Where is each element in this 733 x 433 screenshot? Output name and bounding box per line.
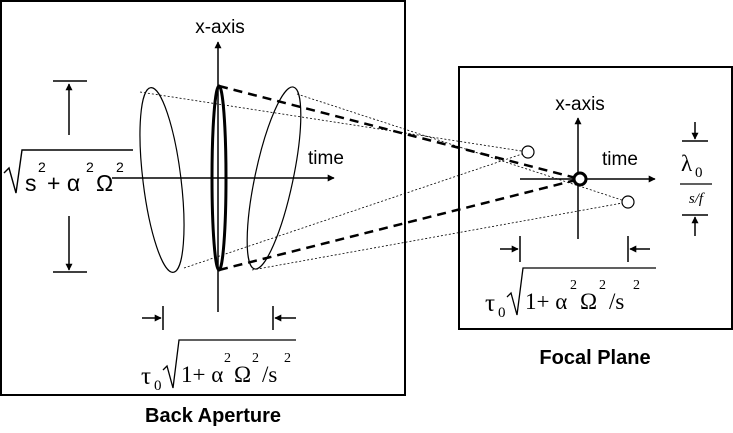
right-vertical-dimension-formula: λ 0 s/f	[680, 151, 712, 207]
formula-lambda: λ	[681, 151, 693, 176]
right-time-label: time	[602, 149, 638, 170]
ray-thick-top	[218, 84, 581, 181]
formula-lambda-sub: 0	[695, 165, 703, 181]
left-vertical-dimension-formula: s 2 + α 2 Ω 2	[3, 149, 133, 196]
focal-spot-center	[572, 171, 588, 187]
formula-hdim-body: 1+ α	[181, 362, 223, 387]
sqrt-sign	[3, 149, 133, 194]
ray-thick-bottom	[218, 177, 581, 272]
formula-r-hdim-sup-c: 2	[633, 278, 640, 293]
pulse-front-ellipse	[139, 87, 185, 273]
left-horizontal-dimension-formula: τ 0 1+ α 2 Ω 2 /s 2	[141, 339, 296, 394]
focal-plane-caption: Focal Plane	[539, 347, 650, 369]
left-x-axis-label: x-axis	[195, 17, 245, 38]
formula-hdim-omega: Ω	[234, 362, 251, 387]
formula-vdim-sup2: 2	[86, 159, 94, 175]
formula-vdim-omega: Ω	[96, 170, 113, 196]
formula-r-hdim-tau-sub: 0	[498, 305, 506, 321]
ray-thin-2	[183, 151, 529, 269]
ray-thin-4	[251, 201, 629, 271]
formula-r-hdim-body: 1+ α	[525, 289, 567, 314]
formula-hdim-sup-c: 2	[284, 351, 291, 366]
left-time-label: time	[308, 148, 344, 169]
sqrt-sign	[162, 339, 296, 389]
back-aperture-panel	[0, 0, 406, 396]
focal-plane-panel	[458, 66, 733, 330]
formula-r-hdim-omega: Ω	[580, 289, 597, 314]
back-aperture-caption: Back Aperture	[145, 405, 281, 427]
ray-lines	[139, 84, 629, 272]
formula-denominator: s/f	[689, 191, 705, 207]
formula-vdim-sup1: 2	[38, 159, 46, 175]
formula-hdim-sup-b: 2	[252, 351, 259, 366]
formula-vdim-plus-alpha: + α	[47, 170, 80, 196]
formula-hdim-slash-s: /s	[262, 362, 277, 387]
formula-r-hdim-slash-s: /s	[609, 289, 624, 314]
pulse-back-ellipse	[246, 86, 302, 270]
focal-spot-upper	[521, 145, 535, 159]
formula-r-hdim-tau: τ	[485, 290, 495, 317]
formula-r-hdim-sup-b: 2	[599, 278, 606, 293]
formula-hdim-tau: τ	[141, 363, 151, 390]
ray-thin-1	[139, 91, 529, 153]
formula-hdim-tau-sub: 0	[154, 378, 162, 394]
right-x-axis-label: x-axis	[555, 94, 605, 115]
formula-vdim-sup3: 2	[116, 159, 124, 175]
right-horizontal-dimension-formula: τ 0 1+ α 2 Ω 2 /s 2	[485, 267, 656, 321]
formula-hdim-sup-a: 2	[224, 351, 231, 366]
formula-r-hdim-sup-a: 2	[570, 278, 577, 293]
sqrt-sign	[506, 267, 656, 316]
formula-vdim-s: s	[25, 170, 37, 196]
focal-spot-lower	[621, 195, 635, 209]
